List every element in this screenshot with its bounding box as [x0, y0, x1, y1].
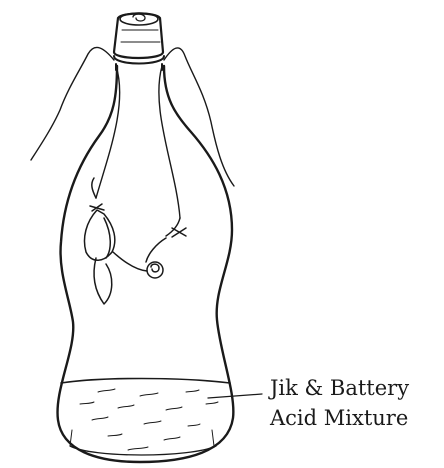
liquid-label: Jik & Battery Acid Mixture — [270, 373, 409, 433]
strings — [31, 47, 234, 218]
label-line-2: Acid Mixture — [270, 403, 409, 433]
bottle-cap — [114, 13, 163, 58]
liquid-surface — [61, 379, 230, 384]
tied-object-left — [84, 178, 114, 304]
liquid-texture — [70, 389, 218, 450]
label-leader-line — [208, 394, 262, 398]
bottle-outline — [58, 66, 234, 462]
bottle-base — [70, 446, 216, 455]
tied-object-right — [113, 218, 186, 278]
label-line-1: Jik & Battery — [270, 373, 409, 403]
